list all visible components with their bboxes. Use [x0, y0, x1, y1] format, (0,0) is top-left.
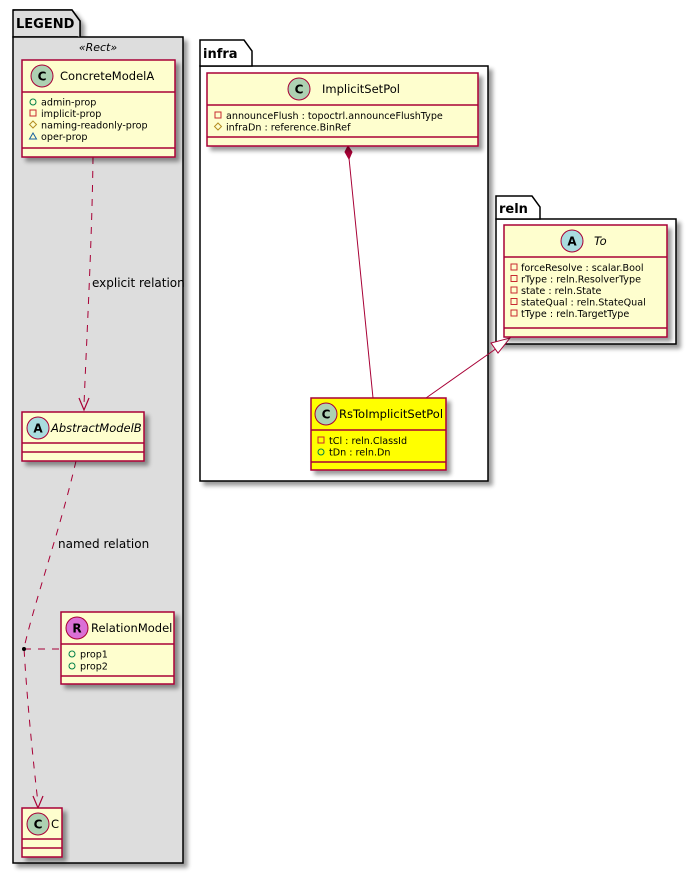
attribute: prop1: [80, 650, 108, 661]
composition-diamond-icon: [344, 145, 353, 161]
visibility-package-icon: [28, 132, 38, 140]
visibility-protected-icon: [28, 120, 38, 129]
spot-letter: C: [38, 70, 47, 84]
visibility-private-icon: [29, 109, 37, 117]
package-stereotype: «Rect»: [79, 41, 118, 54]
class-rs-to-implicit-set-pol[interactable]: C RsToImplicitSetPol tCl : reln.ClassId …: [310, 397, 447, 471]
attribute: infraDn : reference.BinRef: [226, 123, 351, 134]
package-label: infra: [203, 47, 238, 62]
class-name: RsToImplicitSetPol: [339, 407, 443, 421]
class-to[interactable]: A To forceResolve : scalar.Bool rType : …: [503, 224, 668, 338]
generalization-triangle-icon: [490, 337, 512, 354]
class-name: AbstractModelB: [50, 421, 142, 435]
package-label: reln: [499, 202, 528, 217]
class-spot-icon: C: [287, 77, 311, 101]
class-c[interactable]: C C: [21, 807, 63, 858]
edge-label: named relation: [58, 537, 149, 551]
relation-spot-icon: R: [65, 616, 89, 640]
class-name: RelationModel: [91, 621, 172, 635]
visibility-private-icon: [317, 436, 325, 444]
attribute: implicit-prop: [41, 109, 101, 120]
attribute: state : reln.State: [521, 286, 602, 297]
attribute: forceResolve : scalar.Bool: [521, 263, 644, 274]
class-name: C: [51, 817, 59, 831]
class-spot-icon: C: [30, 64, 54, 88]
spot-letter: A: [567, 235, 577, 249]
package-label: LEGEND: [16, 17, 75, 32]
class-spot-icon: C: [26, 812, 50, 836]
visibility-private-icon: [510, 286, 518, 294]
class-concrete-model-a[interactable]: C ConcreteModelA admin-prop implicit-pro…: [21, 59, 176, 158]
attribute: prop2: [80, 662, 108, 673]
spot-letter: C: [295, 83, 304, 97]
visibility-public-icon: [68, 662, 76, 670]
attribute: admin-prop: [41, 98, 96, 109]
attribute: stateQual : reln.StateQual: [521, 298, 646, 309]
spot-letter: R: [72, 622, 81, 636]
junction-dot-icon: [22, 647, 26, 651]
spot-letter: C: [322, 408, 331, 422]
visibility-private-icon: [510, 309, 518, 317]
attribute: oper-prop: [41, 132, 87, 143]
abstract-spot-icon: A: [560, 229, 584, 253]
abstract-spot-icon: A: [26, 416, 50, 440]
edge-explicit-relation[interactable]: explicit relation: [78, 156, 185, 412]
class-name: ImplicitSetPol: [322, 82, 400, 96]
class-name: ConcreteModelA: [60, 69, 154, 83]
edge-association-class-link: [22, 647, 61, 651]
visibility-protected-icon: [213, 122, 223, 131]
visibility-private-icon: [510, 263, 518, 271]
visibility-private-icon: [214, 111, 222, 119]
visibility-public-icon: [68, 650, 76, 658]
class-implicit-set-pol[interactable]: C ImplicitSetPol announceFlush : topoctr…: [206, 72, 479, 147]
open-arrowhead-icon: [78, 397, 90, 412]
spot-letter: A: [33, 422, 43, 436]
class-name: To: [594, 234, 607, 248]
attribute: tDn : reln.Dn: [329, 448, 390, 459]
class-relation-model[interactable]: R RelationModel prop1 prop2: [60, 611, 175, 685]
visibility-private-icon: [510, 275, 518, 282]
visibility-private-icon: [510, 298, 518, 305]
edge-composition[interactable]: [344, 145, 374, 399]
class-abstract-model-b[interactable]: A AbstractModelB: [21, 411, 145, 462]
visibility-public-icon: [29, 98, 37, 106]
class-spot-icon: C: [314, 402, 338, 426]
visibility-public-icon: [317, 448, 325, 456]
edge-inheritance[interactable]: [425, 337, 512, 399]
attribute: naming-readonly-prop: [41, 121, 148, 132]
spot-letter: C: [34, 818, 43, 832]
attribute: announceFlush : topoctrl.announceFlushTy…: [226, 111, 443, 122]
attribute: tCl : reln.ClassId: [329, 436, 407, 447]
edge-label: explicit relation: [92, 276, 185, 290]
attribute: rType : reln.ResolverType: [521, 275, 641, 286]
attribute: tType : reln.TargetType: [521, 309, 629, 320]
